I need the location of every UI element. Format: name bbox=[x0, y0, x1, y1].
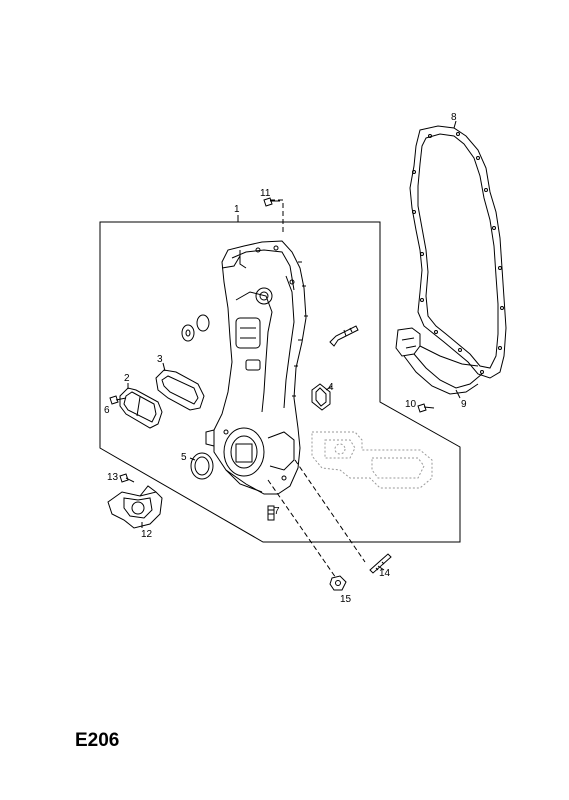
gasket-8 bbox=[409, 125, 507, 379]
callout-5: 5 bbox=[181, 452, 187, 463]
assembly-frame bbox=[99, 221, 461, 543]
callout-2: 2 bbox=[124, 373, 130, 384]
leader-4 bbox=[325, 385, 333, 391]
callout-11: 11 bbox=[260, 188, 271, 199]
stud-14 bbox=[369, 553, 392, 574]
callout-4: 4 bbox=[328, 382, 334, 393]
assembly-axis-lines bbox=[267, 199, 366, 579]
ghost-oil-pump-outline bbox=[311, 431, 433, 489]
bolt-13 bbox=[119, 473, 135, 483]
oil-seal-5 bbox=[190, 452, 214, 480]
housing-12 bbox=[107, 485, 163, 529]
callout-6: 6 bbox=[104, 405, 110, 416]
callout-9: 9 bbox=[461, 399, 467, 410]
nut-15 bbox=[329, 575, 347, 591]
callout-7: 7 bbox=[274, 506, 280, 517]
leader-8 bbox=[453, 120, 457, 129]
callout-10: 10 bbox=[405, 399, 417, 410]
leader-14 bbox=[377, 565, 385, 571]
callout-8: 8 bbox=[451, 112, 457, 123]
callout-1: 1 bbox=[234, 204, 240, 215]
gasket-2 bbox=[119, 387, 163, 429]
leader-9 bbox=[455, 389, 461, 399]
bolt-11 bbox=[263, 197, 280, 207]
page-code-label: E206 bbox=[75, 730, 120, 751]
leader-3 bbox=[162, 362, 166, 372]
leader-5 bbox=[189, 457, 196, 461]
bolt-6 bbox=[109, 395, 127, 405]
timing-cover bbox=[205, 240, 308, 495]
bolt-10 bbox=[417, 403, 435, 413]
oil-pickup-9 bbox=[395, 327, 483, 395]
callout-12: 12 bbox=[141, 529, 153, 540]
gasket-3 bbox=[155, 369, 205, 411]
callout-13: 13 bbox=[107, 472, 119, 483]
callout-15: 15 bbox=[340, 594, 352, 605]
seal-4 bbox=[311, 383, 331, 411]
cover-bolt bbox=[329, 325, 359, 347]
callout-14: 14 bbox=[379, 568, 391, 579]
callout-3: 3 bbox=[157, 354, 163, 365]
stud-7 bbox=[267, 505, 275, 521]
callout-labels: 1 2 3 4 5 6 7 8 9 10 11 12 13 14 15 bbox=[104, 112, 467, 605]
seal-washer bbox=[181, 314, 210, 342]
